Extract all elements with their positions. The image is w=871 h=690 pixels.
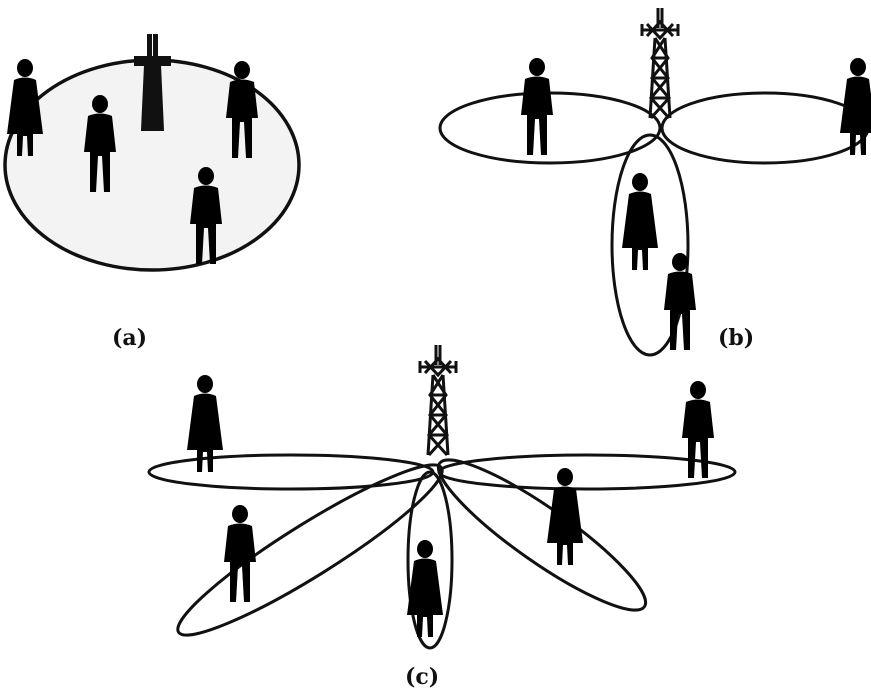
beam-lobe-left [149, 455, 433, 489]
person-icon [521, 58, 553, 155]
beam-lobe-right [662, 93, 868, 163]
panel-c-label: (c) [405, 664, 439, 690]
panel-b: (b) [440, 8, 871, 355]
beam-lobe-lower-left [165, 446, 455, 654]
person-icon [547, 468, 583, 565]
person-icon [622, 173, 658, 270]
panel-b-label: (b) [718, 325, 754, 351]
tower-c [420, 345, 456, 455]
person-icon [407, 540, 443, 637]
person-icon [840, 58, 871, 155]
beam-lobe-lower-right [424, 441, 660, 629]
panel-a-label: (a) [112, 325, 147, 351]
panel-a: (a) [5, 35, 299, 351]
panel-c: (c) [149, 345, 735, 690]
tower-b [642, 8, 678, 118]
person-icon [664, 253, 696, 350]
person-icon [224, 505, 256, 602]
